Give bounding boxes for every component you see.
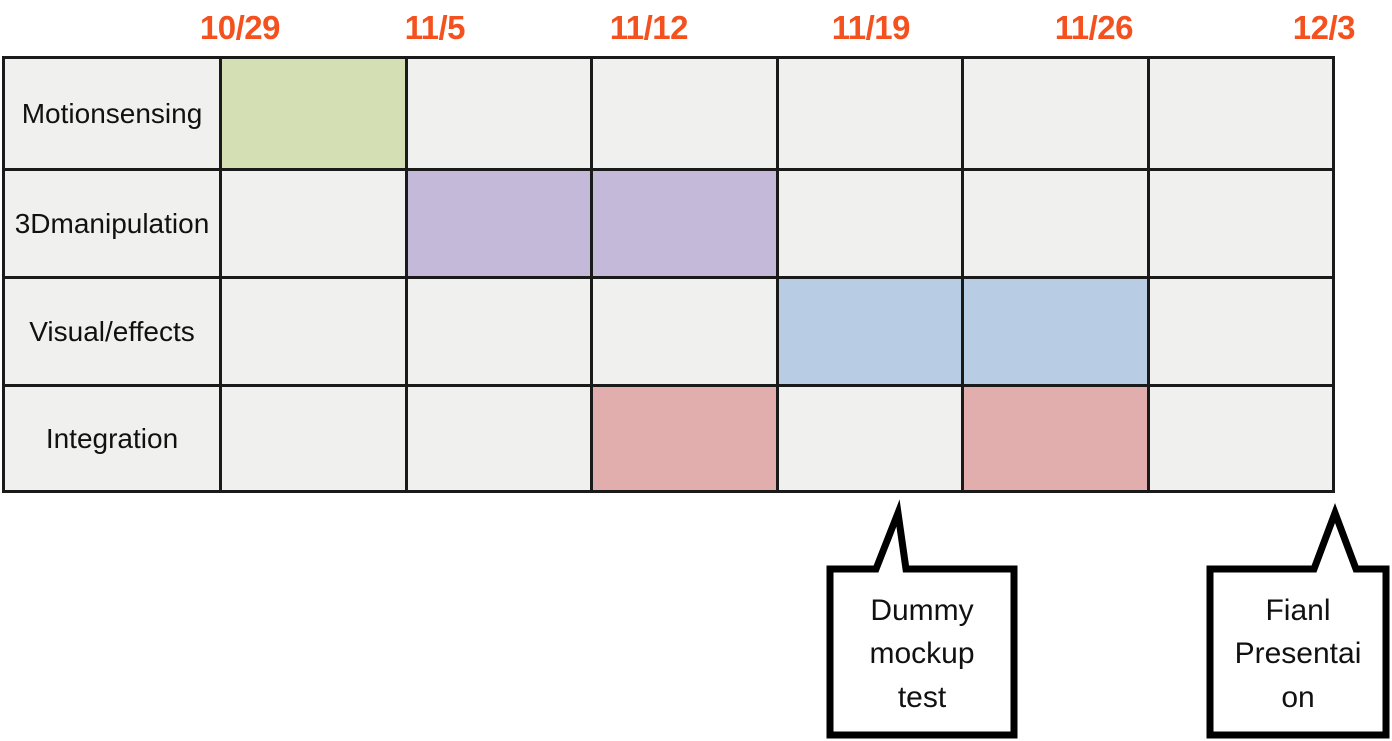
row-label-line1: Visual/ [29,315,113,347]
cell-motion-sensing-11-26[interactable] [964,59,1150,168]
cell-visual-effects-10-29[interactable] [222,279,408,384]
callout-dummy-mockup-test[interactable]: Dummy mockup test [824,499,1020,741]
date-label-3: 11/12 [609,9,689,46]
table-row: Motion sensing [5,59,1332,171]
row-cells [222,171,1332,276]
callout-final-presentation[interactable]: Fianl Presentai on [1204,503,1392,741]
row-label-3d-manipulation: 3D manipulation [5,171,222,276]
cell-integration-11-26[interactable] [964,387,1150,490]
row-label-line2: sensing [105,97,203,129]
date-label-1: 10/29 [199,9,281,46]
cell-visual-effects-11-12[interactable] [593,279,779,384]
row-cells [222,387,1332,490]
row-label-line2: effects [112,315,195,347]
cell-3d-manipulation-11-5[interactable] [407,171,593,276]
cell-visual-effects-12-3[interactable] [1149,279,1332,384]
cell-3d-manipulation-11-19[interactable] [778,171,964,276]
cell-visual-effects-11-5[interactable] [407,279,593,384]
cell-motion-sensing-11-5[interactable] [407,59,593,168]
callout-shape-dummy [826,499,1018,739]
gantt-grid-table: Motion sensing 3D manipulation [2,56,1335,493]
table-row: Visual/ effects [5,279,1332,387]
cell-motion-sensing-11-19[interactable] [778,59,964,168]
row-cells [222,59,1332,168]
row-label-integration: Integration [5,387,222,490]
row-label-motion-sensing: Motion sensing [5,59,222,168]
cell-3d-manipulation-11-12[interactable] [593,171,779,276]
cell-visual-effects-11-26[interactable] [964,279,1150,384]
row-label-visual-effects: Visual/ effects [5,279,222,384]
cell-integration-11-12[interactable] [593,387,779,490]
cell-integration-10-29[interactable] [222,387,408,490]
row-label-line1: 3D [14,207,51,239]
date-label-4: 11/19 [831,9,911,46]
cell-integration-11-5[interactable] [407,387,593,490]
date-label-2: 11/5 [404,9,466,46]
row-label-line1: Integration [45,422,179,454]
table-row: 3D manipulation [5,171,1332,279]
date-header-row: 10/29 11/5 11/12 11/19 11/26 12/3 [0,0,1392,55]
date-label-6: 12/3 [1292,9,1356,46]
cell-motion-sensing-11-12[interactable] [593,59,779,168]
cell-motion-sensing-10-29[interactable] [222,59,408,168]
cell-3d-manipulation-11-26[interactable] [964,171,1150,276]
cell-3d-manipulation-10-29[interactable] [222,171,408,276]
row-label-line1: Motion [21,97,106,129]
table-row: Integration [5,387,1332,490]
row-label-line2: manipulation [50,207,210,239]
cell-3d-manipulation-12-3[interactable] [1149,171,1332,276]
row-cells [222,279,1332,384]
cell-visual-effects-11-19[interactable] [778,279,964,384]
callout-shape-final [1206,503,1390,739]
date-label-5: 11/26 [1054,9,1134,46]
cell-integration-11-19[interactable] [778,387,964,490]
cell-integration-12-3[interactable] [1149,387,1332,490]
cell-motion-sensing-12-3[interactable] [1149,59,1332,168]
